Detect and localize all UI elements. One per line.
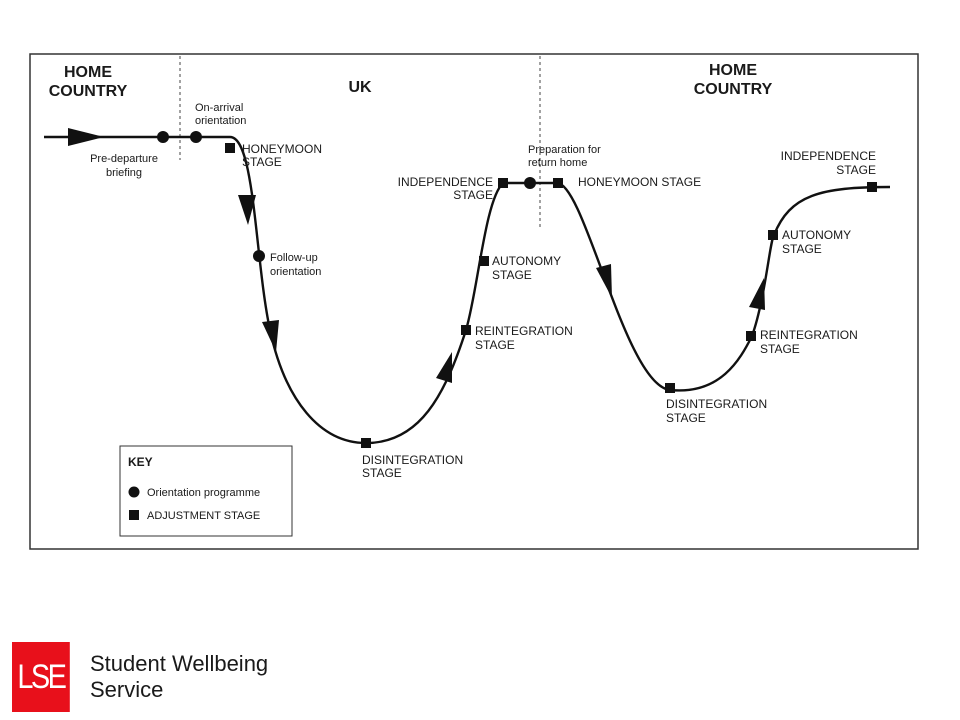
- adjustment-curve: [44, 135, 891, 445]
- service-name-line1: Student Wellbeing: [90, 651, 269, 676]
- orientation-marker-on-arrival: [190, 131, 202, 143]
- label-follow-up-line2: orientation: [270, 266, 321, 278]
- label-autonomy-1-line2: STAGE: [492, 268, 532, 282]
- label-independence-2-line2: STAGE: [836, 163, 876, 177]
- region-home-right-line2: COUNTRY: [694, 81, 773, 98]
- label-reintegration-2-line1: REINTEGRATION: [760, 328, 858, 342]
- lse-logo: LSE: [12, 642, 70, 712]
- label-reintegration-1-line1: REINTEGRATION: [475, 324, 573, 338]
- label-preparation-line2: return home: [528, 157, 587, 169]
- label-disintegration-2-line2: STAGE: [666, 411, 706, 425]
- arrow-start-icon: [68, 128, 104, 146]
- arrow-down-3-icon: [596, 264, 612, 298]
- legend-orientation-label: Orientation programme: [147, 487, 260, 499]
- region-home-right-line1: HOME: [709, 62, 757, 79]
- label-independence-2-line1: INDEPENDENCE: [781, 149, 876, 163]
- label-follow-up-line1: Follow-up: [270, 252, 318, 264]
- arrow-down-1-icon: [238, 195, 256, 225]
- stage-marker-reintegration-1: [461, 325, 471, 335]
- label-autonomy-1-line1: AUTONOMY: [492, 254, 561, 268]
- arrow-up-2-icon: [749, 278, 765, 310]
- label-on-arrival-line2: orientation: [195, 115, 246, 127]
- label-disintegration-2-line1: DISINTEGRATION: [666, 397, 767, 411]
- label-independence-1-line2: STAGE: [453, 188, 493, 202]
- legend-square-icon: [129, 510, 139, 520]
- legend-key: KEY Orientation programme ADJUSTMENT STA…: [119, 445, 293, 537]
- legend-title: KEY: [128, 455, 153, 469]
- arrow-down-2-icon: [262, 320, 279, 352]
- stage-marker-autonomy-2: [768, 230, 778, 240]
- label-autonomy-2-line2: STAGE: [782, 242, 822, 256]
- label-preparation-line1: Preparation for: [528, 144, 601, 156]
- label-disintegration-1-line1: DISINTEGRATION: [362, 453, 463, 467]
- stage-marker-reintegration-2: [746, 331, 756, 341]
- w-curve-diagram: HOME COUNTRY UK HOME COUNTRY Pre-departu…: [29, 53, 919, 550]
- region-uk: UK: [348, 79, 372, 96]
- label-reintegration-2-line2: STAGE: [760, 342, 800, 356]
- label-reintegration-1-line2: STAGE: [475, 338, 515, 352]
- orientation-marker-pre-departure: [157, 131, 169, 143]
- stage-marker-independence-1: [498, 178, 508, 188]
- arrow-up-1-icon: [436, 352, 452, 383]
- stage-marker-autonomy-1: [479, 256, 489, 266]
- footer-branding: LSE Student Wellbeing Service: [12, 642, 412, 712]
- service-name: Student Wellbeing Service: [90, 651, 268, 703]
- stage-marker-honeymoon-2: [553, 178, 563, 188]
- label-honeymoon-1-line2: STAGE: [242, 155, 282, 169]
- label-on-arrival-line1: On-arrival: [195, 102, 243, 114]
- label-honeymoon-1-line1: HONEYMOON: [242, 142, 322, 156]
- label-disintegration-1-line2: STAGE: [362, 466, 402, 480]
- stage-marker-disintegration-1: [361, 438, 371, 448]
- legend-adjustment-label: ADJUSTMENT STAGE: [147, 510, 260, 522]
- legend-circle-icon: [128, 486, 140, 498]
- label-pre-departure-line2: briefing: [106, 167, 142, 179]
- region-home-left-line2: COUNTRY: [49, 83, 128, 100]
- label-honeymoon-2: HONEYMOON STAGE: [578, 175, 701, 189]
- service-name-line2: Service: [90, 677, 164, 702]
- label-independence-1-line1: INDEPENDENCE: [398, 175, 493, 189]
- label-pre-departure-line1: Pre-departure: [90, 153, 158, 165]
- orientation-marker-preparation: [524, 177, 536, 189]
- stage-marker-independence-2: [867, 182, 877, 192]
- stage-marker-honeymoon-1: [225, 143, 235, 153]
- orientation-marker-follow-up: [253, 250, 265, 262]
- label-autonomy-2-line1: AUTONOMY: [782, 228, 851, 242]
- region-home-left-line1: HOME: [64, 64, 112, 81]
- stage-marker-disintegration-2: [665, 383, 675, 393]
